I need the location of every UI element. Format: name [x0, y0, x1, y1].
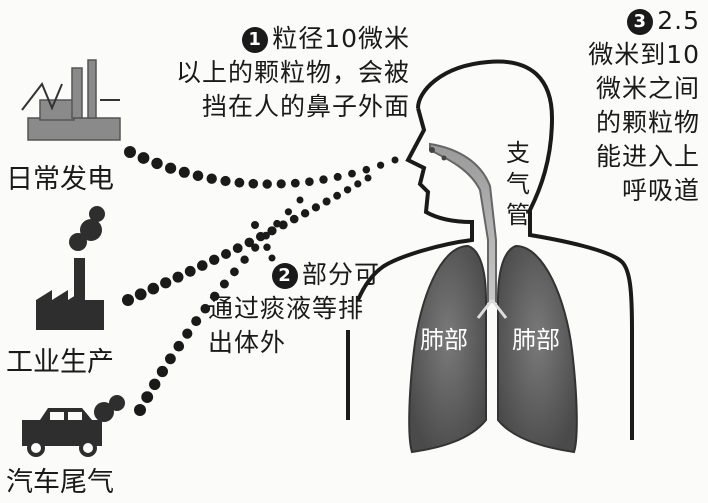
- particle-dot: [220, 176, 230, 186]
- note-3-line-2: 微米到10: [556, 38, 700, 72]
- particle-dot: [277, 179, 286, 188]
- note-3-line-3: 微米之间: [556, 72, 700, 106]
- source-label-industry: 工业生产: [6, 340, 114, 379]
- particle-dot: [301, 209, 309, 217]
- particle-dot: [344, 186, 351, 193]
- particle-dot: [334, 173, 342, 181]
- particle-dot: [235, 178, 245, 188]
- particle-dot: [363, 166, 371, 174]
- particle-dot: [191, 316, 201, 326]
- factory-icon: [36, 206, 105, 330]
- bronchus-char-2: 气: [504, 169, 532, 200]
- particle-dot: [135, 288, 147, 300]
- particle-dot: [251, 221, 259, 229]
- particle-dot: [179, 167, 190, 178]
- particle-dot: [233, 243, 243, 253]
- bronchus-label: 支 气 管: [504, 138, 532, 231]
- particle-dot: [319, 175, 327, 183]
- particle-dot: [323, 198, 331, 206]
- particle-dot: [148, 283, 160, 295]
- particle-dot: [290, 215, 299, 224]
- note-1-line-2: 以上的颗粒物，会被: [150, 56, 410, 90]
- number-badge-2: 2: [272, 263, 298, 289]
- car-icon: [22, 395, 125, 455]
- particle-dot: [165, 163, 176, 174]
- lung-left-label: 肺部: [420, 320, 468, 355]
- particle-dot: [333, 192, 341, 200]
- number-badge-1: 1: [242, 27, 268, 53]
- power-plant-icon: [22, 60, 120, 140]
- particle-dot: [312, 203, 320, 211]
- note-3-line-6: 呼吸道: [556, 174, 700, 208]
- particle-dot: [207, 174, 217, 184]
- particle-dot: [305, 177, 314, 186]
- particle-dot: [157, 366, 168, 377]
- particle-dot: [185, 266, 196, 277]
- particle-dot: [273, 220, 281, 228]
- source-label-power: 日常发电: [6, 157, 114, 196]
- number-badge-3: 3: [627, 9, 653, 35]
- particle-dot: [165, 353, 176, 364]
- particle-dot: [392, 157, 399, 164]
- particle-dot: [285, 208, 292, 215]
- source-label-vehicle: 汽车尾气: [6, 460, 114, 499]
- particle-dot: [442, 156, 447, 161]
- particle-dot: [141, 391, 153, 403]
- particle-dot: [263, 179, 272, 188]
- particle-dot: [348, 170, 356, 178]
- particle-dot: [297, 197, 304, 204]
- note-3-line-4: 的颗粒物: [556, 106, 700, 140]
- note-3-line-5: 能进入上: [556, 140, 700, 174]
- particle-dot: [122, 294, 134, 306]
- particle-dot: [138, 152, 150, 164]
- particle-dot: [249, 179, 259, 189]
- particle-dot: [149, 379, 160, 390]
- bronchus-char-3: 管: [504, 200, 532, 231]
- particle-dot: [124, 146, 136, 158]
- particle-dot: [377, 162, 384, 169]
- note-2-line-3: 出体外: [208, 326, 380, 360]
- particle-dot: [151, 158, 162, 169]
- particle-dot: [134, 404, 146, 416]
- particle-dot: [263, 244, 270, 251]
- bronchus-char-1: 支: [504, 138, 532, 169]
- particle-dot: [174, 341, 185, 352]
- note-1-line-3: 挡在人的鼻子外面: [150, 90, 410, 124]
- lung-right-label: 肺部: [512, 320, 560, 355]
- particle-dot: [193, 171, 204, 182]
- particle-dot: [258, 232, 266, 240]
- particle-dot: [182, 329, 192, 339]
- particle-dot: [291, 179, 300, 188]
- particle-dot: [354, 180, 361, 187]
- particle-dot: [429, 147, 435, 153]
- particle-dot: [365, 175, 372, 182]
- note-2-line-2: 通过痰液等排: [208, 292, 380, 326]
- particle-dot: [251, 244, 259, 252]
- particle-dot: [173, 272, 184, 283]
- particle-dot: [197, 260, 208, 271]
- particle-dot: [160, 277, 171, 288]
